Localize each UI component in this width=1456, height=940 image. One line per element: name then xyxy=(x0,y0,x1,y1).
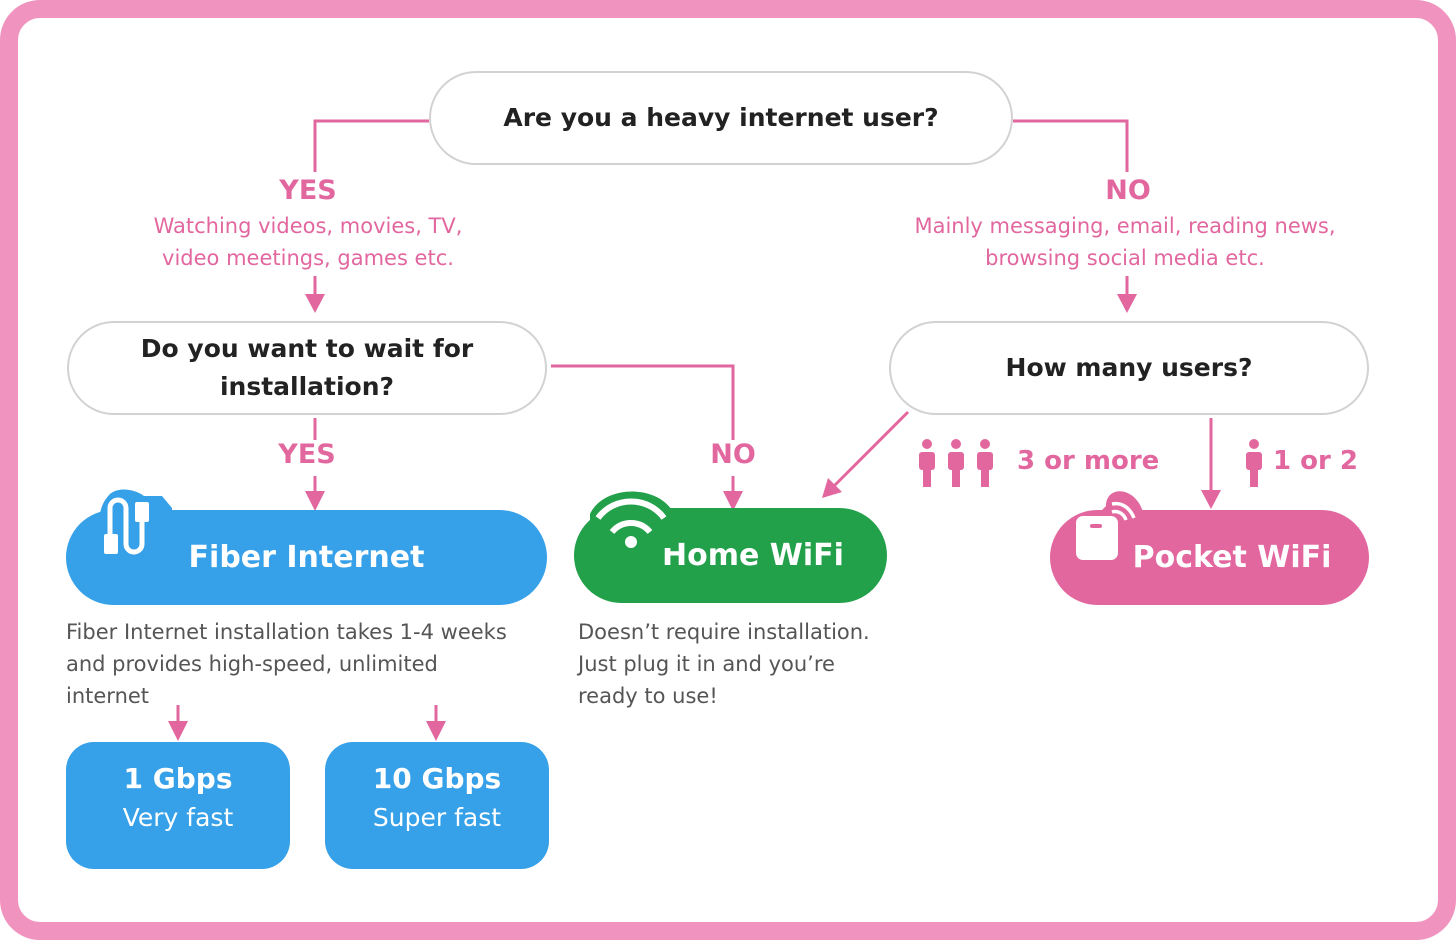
fiber-description-line: and provides high-speed, unlimited xyxy=(66,652,438,676)
three-people-icon xyxy=(919,439,993,487)
connector-q1-no xyxy=(1013,119,1129,172)
no-detail-line: Mainly messaging, email, reading news, xyxy=(914,214,1336,238)
speed-label: Super fast xyxy=(372,803,502,832)
install-yes-label: YES xyxy=(278,439,336,470)
no-detail-line: browsing social media etc. xyxy=(985,246,1265,270)
fiber-description-line: internet xyxy=(66,684,150,708)
fiber-description: Fiber Internet installation takes 1-4 we… xyxy=(66,616,507,712)
yes-label: YES xyxy=(279,175,337,206)
speed-label: Very fast xyxy=(122,803,234,832)
arrow-many-to-home xyxy=(822,410,910,498)
home-description-line: Doesn’t require installation. xyxy=(578,620,870,644)
install-no-label: NO xyxy=(710,439,756,470)
fiber-title: Fiber Internet xyxy=(188,540,425,575)
arrow-to-home xyxy=(723,476,743,511)
speed-option-1gbps: 1 Gbps Very fast xyxy=(66,742,290,869)
connector-q2-no xyxy=(551,364,735,440)
question-text: Are you a heavy internet user? xyxy=(503,103,939,132)
pocket-wifi-title: Pocket WiFi xyxy=(1132,540,1332,575)
speed-value: 1 Gbps xyxy=(123,762,233,795)
three-or-more-label: 3 or more xyxy=(1017,446,1160,476)
yes-detail-line: Watching videos, movies, TV, xyxy=(153,214,463,238)
arrow-to-pocket xyxy=(1201,418,1221,509)
arrow-to-1gbps xyxy=(168,705,188,741)
question-how-many-users: How many users? xyxy=(889,321,1369,415)
question-wait-installation: Do you want to wait for installation? xyxy=(67,321,547,415)
pocket-wifi-device-icon xyxy=(1076,491,1144,560)
no-detail: Mainly messaging, email, reading news, br… xyxy=(914,210,1335,274)
fiber-description-line: Fiber Internet installation takes 1-4 we… xyxy=(66,620,507,644)
question-text: Do you want to wait for installation? xyxy=(140,334,474,401)
connector-q1-yes xyxy=(313,119,429,172)
arrow-to-fiber xyxy=(305,476,325,511)
home-wifi-title: Home WiFi xyxy=(662,538,844,573)
speed-option-10gbps: 10 Gbps Super fast xyxy=(325,742,549,869)
home-wifi-description: Doesn’t require installation. Just plug … xyxy=(578,616,870,712)
question-heavy-user: Are you a heavy internet user? xyxy=(429,71,1013,165)
fiber-cable-icon xyxy=(99,489,172,555)
one-or-two-label: 1 or 2 xyxy=(1273,446,1358,476)
yes-detail: Watching videos, movies, TV, video meetin… xyxy=(154,210,463,274)
speed-value: 10 Gbps xyxy=(372,762,502,795)
wifi-icon xyxy=(590,491,674,548)
yes-detail-line: video meetings, games etc. xyxy=(162,246,454,270)
arrow-to-10gbps xyxy=(426,705,446,741)
one-person-icon xyxy=(1246,439,1262,487)
home-description-line: ready to use! xyxy=(578,684,718,708)
home-description-line: Just plug it in and you’re xyxy=(578,652,835,676)
question-text: How many users? xyxy=(1005,353,1253,382)
no-label: NO xyxy=(1105,175,1151,206)
arrow-to-q3 xyxy=(1117,276,1137,313)
arrow-to-q2 xyxy=(305,276,325,313)
